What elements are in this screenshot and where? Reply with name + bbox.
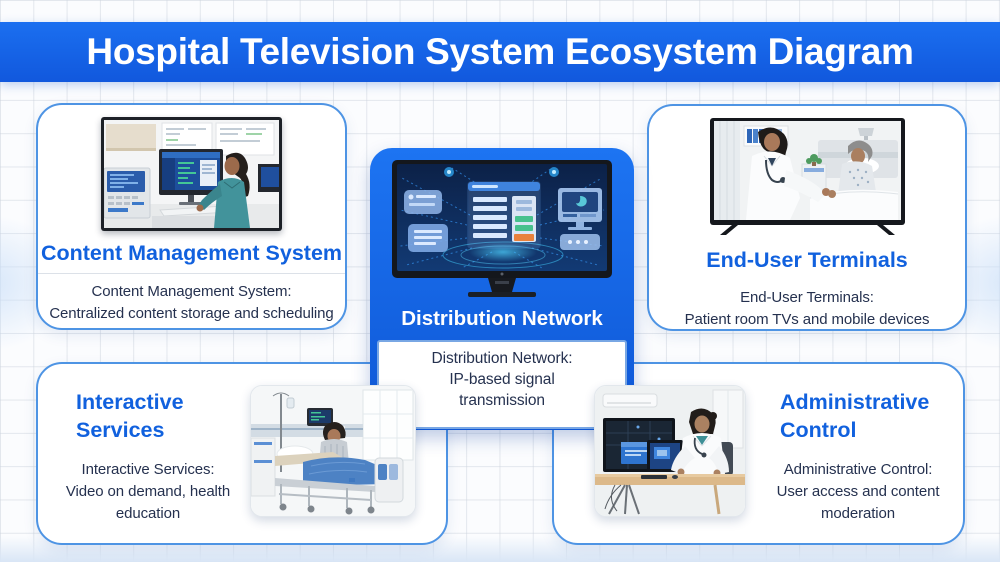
card-distribution-network: Distribution Network Distribution Networ… <box>370 148 634 430</box>
admin-photo <box>594 385 746 517</box>
desc-line: Content Management System: <box>91 283 292 300</box>
admin-description: Administrative Control: User access and … <box>752 459 964 525</box>
desc-line: moderation <box>820 505 896 522</box>
terminals-photo-illustration <box>709 118 905 235</box>
card-interactive-services: Interactive Services Interactive Service… <box>36 362 448 545</box>
terminals-title: End-User Terminals <box>706 248 908 272</box>
desc-line: education <box>115 505 181 522</box>
desc-line: IP-based signal <box>449 371 555 388</box>
desc-line: User access and content <box>776 483 940 500</box>
desc-line: Interactive Services: <box>81 461 215 478</box>
card-content-management-system: Content Management System Content Manage… <box>36 103 347 330</box>
desc-line: Centralized content storage and scheduli… <box>49 304 334 322</box>
desc-line: Patient room TVs and mobile devices <box>684 310 930 328</box>
distribution-photo <box>392 160 612 302</box>
diagram-title: Hospital Television System Ecosystem Dia… <box>86 31 914 72</box>
card-end-user-terminals: End-User Terminals End-User Terminals: P… <box>647 104 967 331</box>
divider <box>38 273 345 274</box>
card-administrative-control: Administrative Control Administrative Co… <box>552 362 965 545</box>
desc-line: Distribution Network: <box>431 350 573 367</box>
interactive-description: Interactive Services: Video on demand, h… <box>48 459 248 525</box>
desc-line: Administrative Control: <box>783 461 933 478</box>
distribution-description: Distribution Network: IP-based signal tr… <box>379 348 625 411</box>
interactive-photo-illustration <box>251 386 415 516</box>
distribution-description-box: Distribution Network: IP-based signal tr… <box>377 340 627 429</box>
title-line: Control <box>780 418 857 442</box>
desc-line: End-User Terminals: <box>740 289 874 306</box>
cms-description: Content Management System: Centralized c… <box>38 281 345 324</box>
distribution-network-illustration <box>392 160 612 297</box>
distribution-title: Distribution Network <box>401 307 603 330</box>
terminals-description: End-User Terminals: Patient room TVs and… <box>649 287 965 330</box>
cms-title: Content Management System <box>40 241 343 265</box>
title-line: Administrative <box>780 390 930 414</box>
title-line: Interactive <box>76 390 184 414</box>
title-line: Services <box>76 418 165 442</box>
desc-line: transmission <box>459 392 545 409</box>
header-banner: Hospital Television System Ecosystem Dia… <box>0 22 1000 82</box>
terminals-photo <box>709 118 905 238</box>
interactive-title: Interactive Services <box>76 388 184 444</box>
interactive-photo <box>250 385 416 517</box>
desc-line: Video on demand, health <box>65 483 231 500</box>
cms-photo <box>101 117 282 231</box>
admin-title: Administrative Control <box>780 388 929 444</box>
cms-photo-illustration <box>104 120 279 228</box>
admin-photo-illustration <box>595 386 745 516</box>
